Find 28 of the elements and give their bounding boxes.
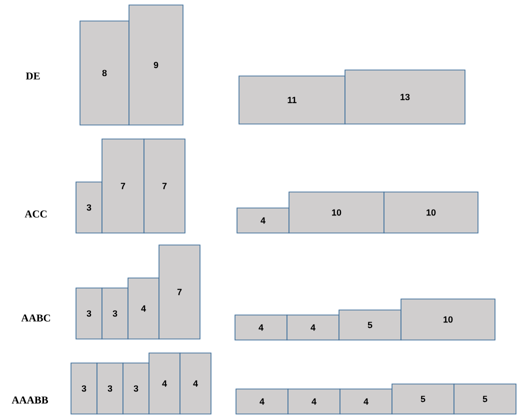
bar-box: 4	[180, 352, 212, 414]
row-label: DE	[26, 72, 40, 80]
row-label: ACC	[24, 210, 47, 218]
bar-box: 5	[392, 384, 454, 414]
bar-box: 11	[238, 76, 346, 124]
bar-box: 3	[76, 288, 102, 340]
bar-box: 13	[344, 70, 466, 124]
bar-box: 10	[384, 192, 478, 234]
bar-box: 4	[234, 314, 288, 340]
bar-box: 3	[122, 362, 150, 414]
bar-box: 3	[76, 182, 102, 234]
bar-box: 5	[454, 384, 516, 414]
bar-box: 8	[80, 20, 130, 126]
bar-box: 4	[236, 388, 288, 414]
bar-box: 4	[286, 314, 340, 340]
bar-box: 4	[128, 278, 160, 340]
bar-box: 4	[288, 388, 340, 414]
bar-box: 3	[102, 288, 128, 340]
bar-box: 4	[236, 208, 290, 234]
bar-box: 4	[148, 352, 180, 414]
bar-box: 3	[96, 362, 124, 414]
bar-box: 4	[340, 388, 392, 414]
bar-box: 5	[338, 310, 402, 340]
row-label: AABC	[21, 314, 50, 322]
bar-box: 3	[70, 362, 98, 414]
row-label: AAABB	[12, 396, 48, 404]
bar-box: 7	[144, 138, 186, 234]
bar-box: 9	[128, 4, 184, 126]
